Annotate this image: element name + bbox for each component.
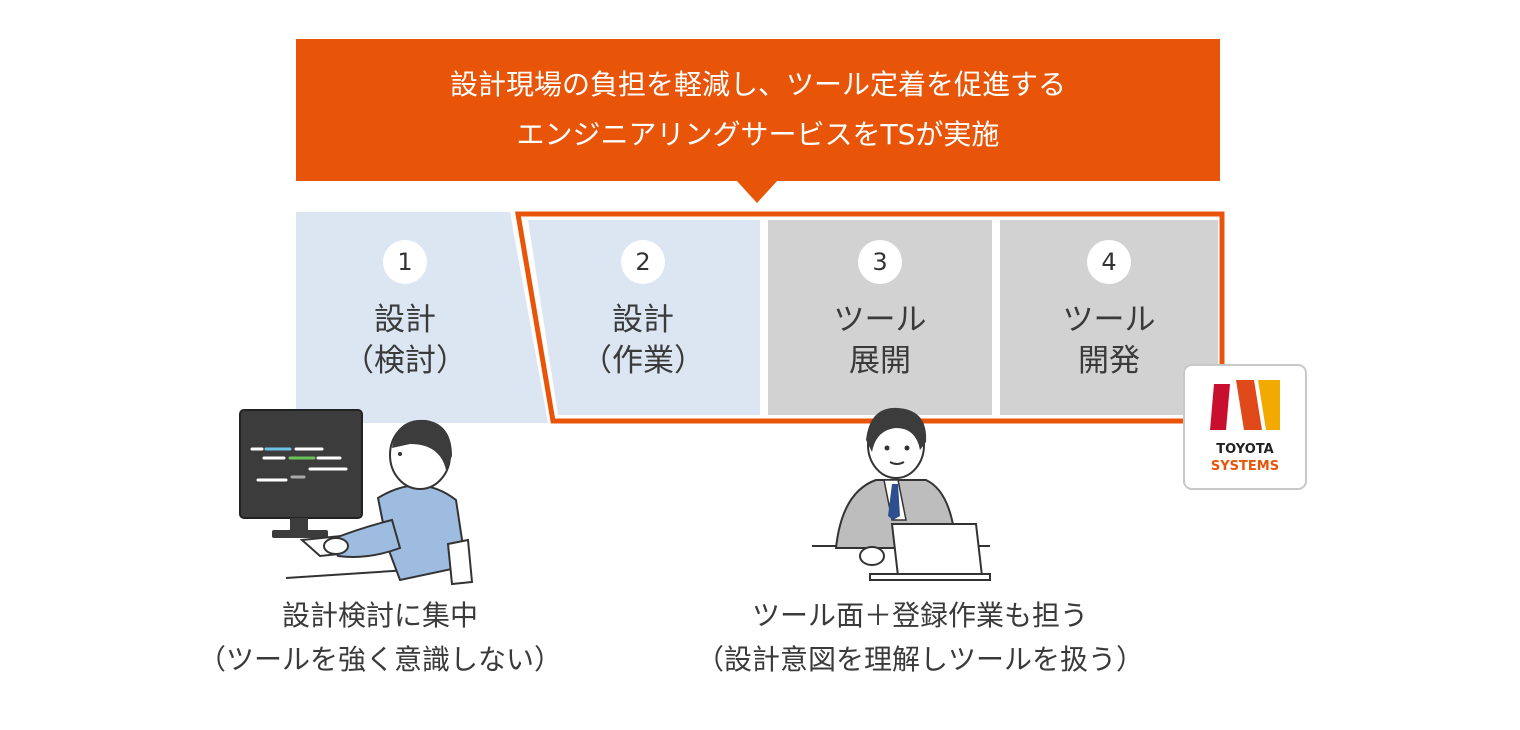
step-2-line-2: （作業） <box>581 343 705 379</box>
step-4-line-2: 開発 <box>1078 343 1140 379</box>
designer-caption-line-2: （ツールを強く意識しない） <box>197 643 562 676</box>
designer-caption-line-1: 設計検討に集中 <box>281 599 478 632</box>
step-2-number: 2 <box>621 240 665 284</box>
banner-line-1: 設計現場の負担を軽減し、ツール定着を促進する <box>449 68 1066 101</box>
logo-line-1: TOYOTA <box>1216 442 1274 457</box>
step-3-line-2: 展開 <box>849 343 911 379</box>
engineer-caption-line-2: （設計意図を理解しツールを扱う） <box>695 643 1144 676</box>
step-4-line-1: ツール <box>1062 302 1156 338</box>
step-2-line-1: 設計 <box>612 302 674 338</box>
step-3-label: ツール 展開 <box>790 300 970 382</box>
banner-pointer <box>736 180 778 203</box>
engineer-illustration <box>812 407 991 581</box>
code-lines-icon <box>250 447 348 482</box>
designer-caption: 設計検討に集中 （ツールを強く意識しない） <box>160 594 600 682</box>
designer-illustration <box>239 409 474 586</box>
step-4-label: ツール 開発 <box>1019 300 1199 382</box>
step-1-line-2: （検討） <box>343 343 467 379</box>
step-1-line-1: 設計 <box>374 302 436 338</box>
step-1-box <box>296 212 548 423</box>
step-2-label: 設計 （作業） <box>553 300 733 382</box>
engineer-caption: ツール面＋登録作業も担う （設計意図を理解しツールを扱う） <box>660 594 1180 682</box>
banner-box <box>296 39 1220 181</box>
engineer-caption-line-1: ツール面＋登録作業も担う <box>751 599 1088 632</box>
step-4-number: 4 <box>1087 240 1131 284</box>
step-1-number: 1 <box>383 240 427 284</box>
step-2-box <box>528 220 760 415</box>
step-1-label: 設計 （検討） <box>315 300 495 382</box>
banner-title: 設計現場の負担を軽減し、ツール定着を促進する エンジニアリングサービスをTSが実… <box>296 60 1220 160</box>
banner-line-2: エンジニアリングサービスをTSが実施 <box>516 118 1000 151</box>
toyota-systems-logo <box>1183 364 1307 490</box>
step-3-number: 3 <box>858 240 902 284</box>
step-3-line-1: ツール <box>833 302 927 338</box>
logo-line-2: SYSTEMS <box>1210 459 1280 474</box>
